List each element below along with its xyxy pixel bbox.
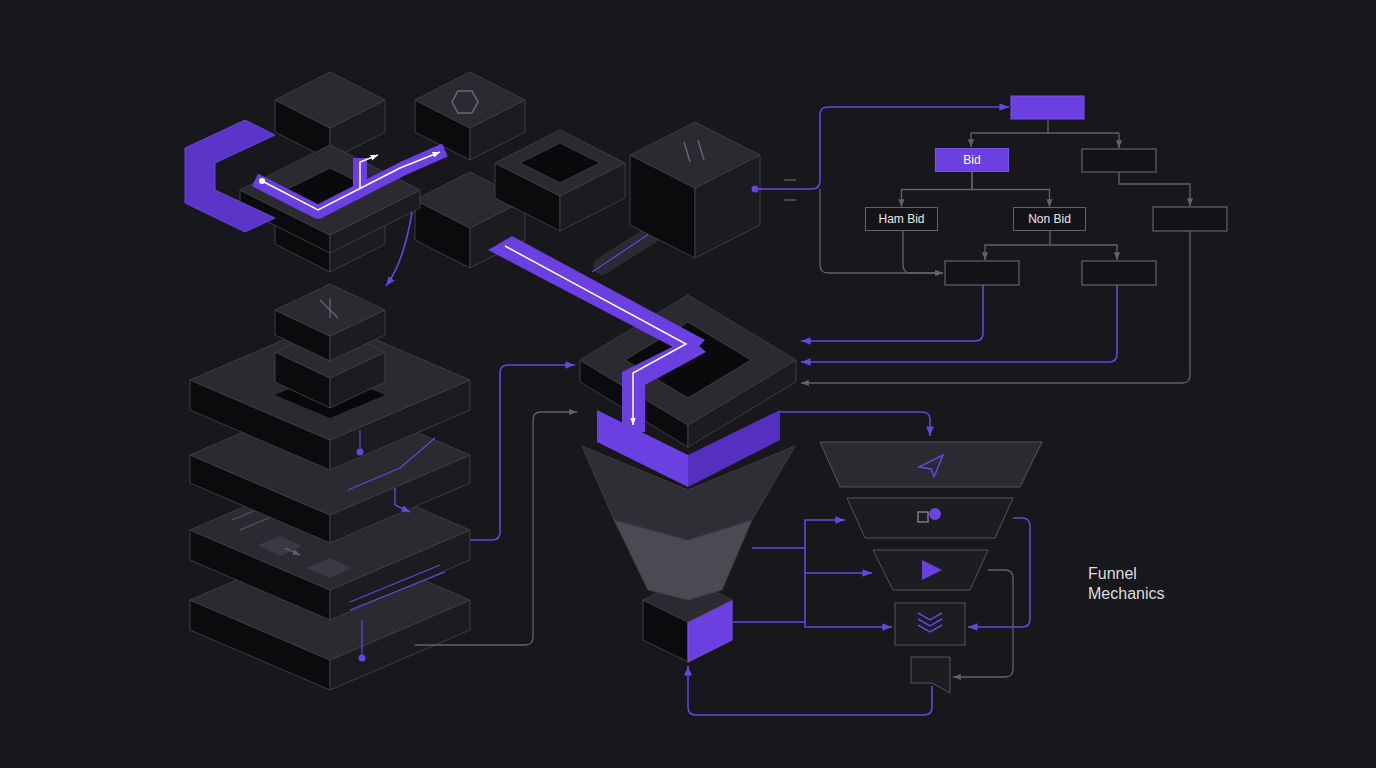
flow-box [1082,261,1156,285]
wire [801,231,1190,383]
wire [415,412,577,645]
wire [386,212,412,286]
purple-path [255,150,445,212]
layer-slab [359,430,360,449]
wire [971,132,1119,133]
purple-path [259,178,265,184]
wire [953,570,1013,677]
flow-box [1153,207,1227,231]
flow-box [945,261,1019,285]
layer-slab [350,572,445,610]
node-text: Non Bid [1028,212,1071,226]
wire [755,107,1009,189]
node-text: Bid [963,153,980,167]
dark-cube [630,122,760,258]
hexagon-cube [415,72,525,160]
connector-arrow [902,172,973,207]
wire [1118,133,1119,148]
caption-label: Funnel Mechanics [1088,564,1188,604]
layer-slab [357,449,364,456]
hollow-frame-cube [495,130,625,196]
funnel-stage [918,625,942,632]
wire [805,548,892,627]
funnel-stage [911,657,950,693]
cube-block [275,284,385,336]
cube-block [320,300,338,318]
hollow-frame-cube [495,130,625,231]
flow-box [1082,149,1156,172]
wire [1119,172,1190,206]
wire [820,189,943,273]
wire [801,285,983,341]
dark-cube [698,140,704,160]
funnel-stage [919,455,943,477]
connector-arrow [972,172,1050,207]
funnel-stage [918,619,942,626]
wire [801,285,1117,362]
square-ring [580,295,796,447]
layer-slab [285,548,300,555]
wire [784,179,796,180]
dark-cube [630,122,760,188]
funnel-stage [820,442,1042,487]
wire [985,231,1050,260]
purple-pipe [622,338,706,432]
cube-block [275,72,385,128]
hexagon-cube [415,72,525,128]
funnel-stage [918,512,928,522]
funnel-stage [847,498,1013,538]
purple-pipe [505,246,686,425]
funnel-stage [895,603,965,645]
wire [752,520,845,548]
funnel-stage [847,498,1013,538]
process-box: Ham Bid [865,207,938,231]
wire [784,199,796,200]
wire [470,365,575,540]
cube-block [275,284,385,361]
process-box: Non Bid [1013,207,1086,231]
purple-path [255,150,445,212]
funnel-stage [895,603,965,645]
wire [386,107,1190,715]
wire [805,572,872,574]
funnel-stage [873,550,988,590]
cube-block [329,298,330,318]
funnel-stage [922,560,942,580]
purple-path [360,155,378,188]
highlight-box: Bid [935,148,1009,172]
funnel-stage [820,442,1042,487]
flow-box [945,96,1227,285]
layer-slab [359,655,366,662]
hexagon-cube [452,91,478,113]
wire [970,133,971,147]
wire [903,231,943,273]
flow-box [1011,96,1084,119]
layer-slab [395,488,410,512]
node-text: Ham Bid [878,212,924,226]
wire [688,666,932,715]
wire [1047,120,1048,133]
layer-slab [306,558,352,578]
funnel-stage [929,508,941,520]
purple-pipe [488,236,706,432]
layer-slab [350,565,440,602]
wire [968,518,1030,627]
dark-cube [684,142,690,162]
layer-slab [258,536,302,556]
funnel-stage [918,613,942,620]
wire [780,412,930,436]
hollow-frame-cube [520,143,600,183]
purple-path [262,152,440,210]
wire [1050,245,1117,260]
layer-slab [361,620,362,655]
funnel-stage [873,550,988,590]
funnel-stage [911,657,950,693]
wire [733,621,805,623]
